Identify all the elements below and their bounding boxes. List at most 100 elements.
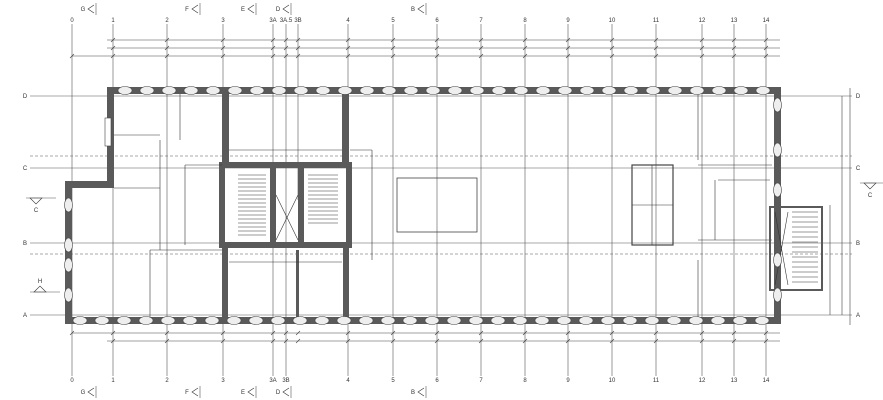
dimension-tick <box>345 37 351 43</box>
grid-column-label-top: 2 <box>165 18 169 24</box>
window-top <box>293 86 309 95</box>
grid-column-label-top: 0 <box>70 18 74 24</box>
dimension-tick <box>609 53 615 59</box>
section-marker-arrow <box>247 4 255 14</box>
dimension-tick <box>390 45 396 51</box>
window-bottom <box>622 316 638 325</box>
grid-column-label-bottom: 8 <box>523 378 527 384</box>
window-top <box>579 86 595 95</box>
grid-column-label-bottom: 3 <box>221 378 225 384</box>
grid-column-label-bottom: 0 <box>70 378 74 384</box>
dimension-tick <box>609 338 615 344</box>
dimension-tick <box>478 37 484 43</box>
dimension-tick <box>270 37 276 43</box>
window-top <box>403 86 419 95</box>
dimension-tick <box>699 338 705 344</box>
dimension-tick <box>164 37 170 43</box>
window-bottom <box>644 316 660 325</box>
window-bottom <box>248 316 264 325</box>
section-marker-arrow <box>87 387 95 397</box>
dimension-tick <box>609 330 615 336</box>
dimension-tick <box>283 37 289 43</box>
section-marker-arrow <box>191 4 199 14</box>
dimension-tick <box>522 330 528 336</box>
window-bottom <box>600 316 616 325</box>
window-bottom <box>490 316 506 325</box>
section-marker-label-bottom: G <box>81 390 86 396</box>
dimension-tick <box>653 45 659 51</box>
dimension-tick <box>731 37 737 43</box>
window-left <box>64 257 73 273</box>
dimension-tick <box>434 338 440 344</box>
window-bottom <box>732 316 748 325</box>
section-marker-label-top: D <box>276 7 281 13</box>
dimension-tick <box>763 338 769 344</box>
dimension-tick <box>283 53 289 59</box>
window-bottom <box>512 316 528 325</box>
grid-column-label-bottom: 1 <box>111 378 115 384</box>
grid-row-label-right: C <box>856 166 861 172</box>
dimension-tick <box>220 338 226 344</box>
dimension-tick <box>731 53 737 59</box>
section-marker-label-bottom: E <box>241 390 245 396</box>
grid-column-label-bottom: 7 <box>479 378 483 384</box>
window-top <box>359 86 375 95</box>
section-marker-arrow <box>417 4 425 14</box>
window-top <box>623 86 639 95</box>
grid-column-label-top: 3B <box>294 18 301 24</box>
dimension-tick <box>295 338 301 344</box>
section-marker-arrow <box>87 4 95 14</box>
side-section-label: C <box>34 208 39 214</box>
dimension-tick <box>164 338 170 344</box>
dimension-tick <box>345 330 351 336</box>
dimension-tick <box>653 37 659 43</box>
dimension-tick <box>110 338 116 344</box>
dimension-tick <box>522 53 528 59</box>
dimension-tick <box>653 330 659 336</box>
window-bottom <box>402 316 418 325</box>
interior-partitions <box>114 94 772 317</box>
dimension-tick <box>345 45 351 51</box>
dimension-tick <box>295 53 301 59</box>
side-section-label: H <box>38 279 42 285</box>
grid-column-label-top: 14 <box>763 18 770 24</box>
dimension-tick <box>434 45 440 51</box>
window-bottom <box>710 316 726 325</box>
grid-row-label-right: B <box>856 241 860 247</box>
section-marker-arrow <box>282 387 290 397</box>
grid-column-label-top: 8 <box>523 18 527 24</box>
dimension-tick <box>699 45 705 51</box>
window-top <box>733 86 749 95</box>
grid-column-label-bottom: 14 <box>763 378 770 384</box>
section-marker-label-top: E <box>241 7 245 13</box>
dimension-tick <box>110 45 116 51</box>
grid-column-label-bottom: 3B <box>282 378 289 384</box>
window-top <box>469 86 485 95</box>
grid-column-label-top: 3A <box>269 18 276 24</box>
window-left <box>64 197 73 213</box>
dimension-tick <box>731 45 737 51</box>
dimension-tick <box>164 45 170 51</box>
window-top <box>271 86 287 95</box>
grid-column-label-top: 13 <box>731 18 738 24</box>
dimension-tick <box>295 330 301 336</box>
dimension-tick <box>295 45 301 51</box>
dimension-tick <box>110 330 116 336</box>
window-bottom <box>666 316 682 325</box>
dimension-tick <box>763 330 769 336</box>
window-bottom <box>380 316 396 325</box>
window-bottom <box>116 316 132 325</box>
section-marker-arrow <box>247 387 255 397</box>
dimension-tick <box>434 37 440 43</box>
window-top <box>117 86 133 95</box>
window-top <box>249 86 265 95</box>
dimension-tick <box>283 45 289 51</box>
window-top <box>535 86 551 95</box>
window-top <box>711 86 727 95</box>
grid-column-label-bottom: 5 <box>391 378 395 384</box>
section-marker-label-top: F <box>185 7 189 13</box>
grid-row-label-left: D <box>23 94 28 100</box>
dimension-tick <box>763 53 769 59</box>
